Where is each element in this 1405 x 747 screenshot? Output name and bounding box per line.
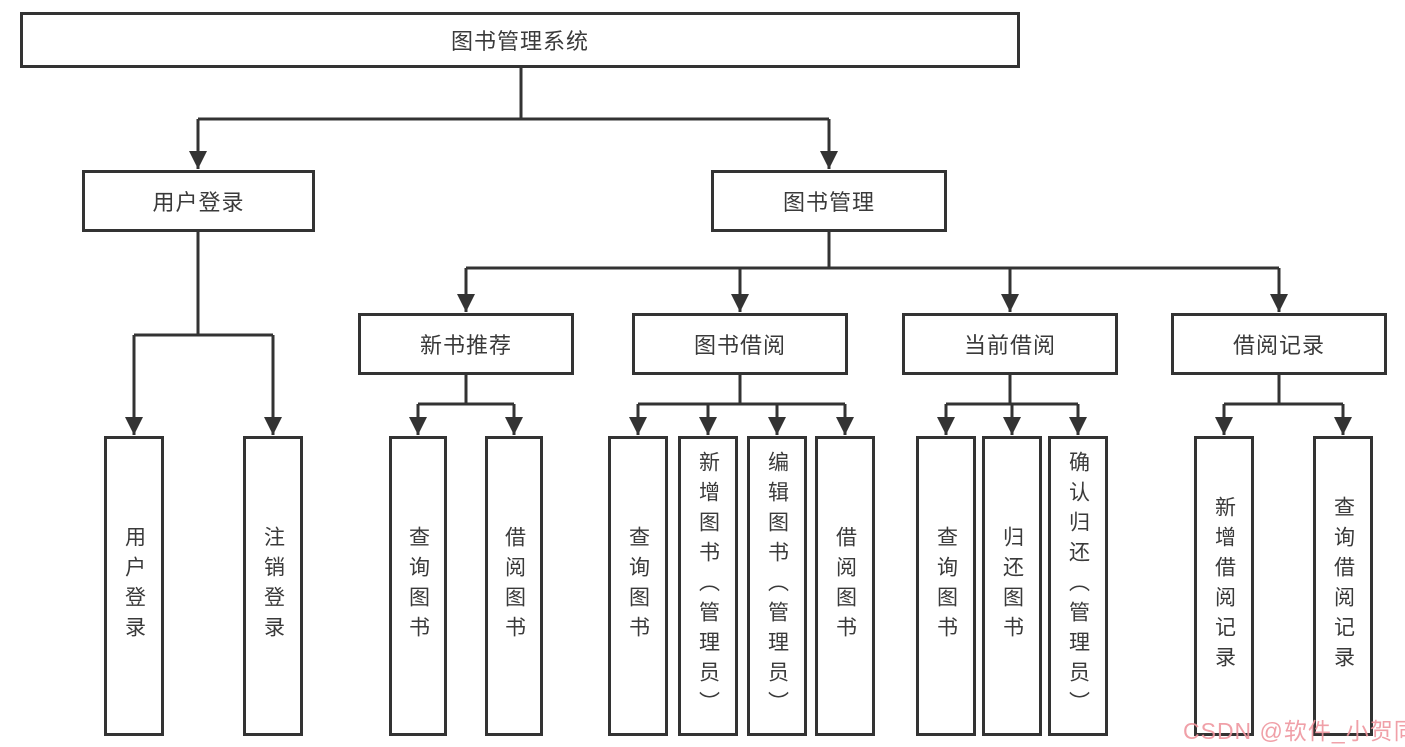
node-leaf-query-books-2: 查询图书 — [608, 436, 668, 736]
node-leaf-user-login-label: 用户登录 — [122, 526, 146, 646]
edge-user-login-children — [125, 232, 282, 435]
edge-book-borrow-children — [629, 375, 854, 435]
node-leaf-query-books-1-label: 查询图书 — [406, 526, 430, 646]
node-new-book-rec: 新书推荐 — [358, 313, 574, 375]
node-leaf-query-books-2-label: 查询图书 — [626, 526, 650, 646]
node-leaf-return-books-label: 归还图书 — [1000, 526, 1024, 646]
node-leaf-confirm-return-admin-label: 确认归还（管理员） — [1066, 451, 1090, 721]
edge-new-book-children — [409, 375, 523, 435]
node-leaf-borrow-books-1: 借阅图书 — [485, 436, 543, 736]
node-root: 图书管理系统 — [20, 12, 1020, 68]
node-leaf-add-borrow-record: 新增借阅记录 — [1194, 436, 1254, 736]
edge-book-mgmt-children — [457, 232, 1288, 312]
csdn-watermark: CSDN @软件_小贺同学 — [1183, 718, 1405, 744]
node-borrow-record-label: 借阅记录 — [1232, 333, 1325, 358]
edge-root-to-level2 — [189, 68, 838, 169]
node-leaf-query-borrow-record: 查询借阅记录 — [1313, 436, 1373, 736]
node-leaf-add-books-admin: 新增图书（管理员） — [678, 436, 738, 736]
node-leaf-query-books-3-label: 查询图书 — [934, 526, 958, 646]
node-leaf-confirm-return-admin: 确认归还（管理员） — [1048, 436, 1108, 736]
node-new-book-rec-label: 新书推荐 — [419, 333, 512, 358]
node-leaf-return-books: 归还图书 — [982, 436, 1042, 736]
node-book-mgmt-label: 图书管理 — [782, 190, 875, 215]
node-leaf-logout-label: 注销登录 — [261, 526, 285, 646]
node-leaf-query-books-3: 查询图书 — [916, 436, 976, 736]
node-borrow-record: 借阅记录 — [1171, 313, 1387, 375]
node-leaf-add-books-admin-label: 新增图书（管理员） — [696, 451, 720, 721]
node-current-borrow: 当前借阅 — [902, 313, 1118, 375]
node-leaf-borrow-books-2: 借阅图书 — [815, 436, 875, 736]
node-user-login: 用户登录 — [82, 170, 315, 232]
node-leaf-user-login: 用户登录 — [104, 436, 164, 736]
node-user-login-label: 用户登录 — [152, 190, 245, 215]
edge-current-borrow-children — [937, 375, 1087, 435]
node-book-borrow-label: 图书借阅 — [693, 333, 786, 358]
node-leaf-edit-books-admin: 编辑图书（管理员） — [747, 436, 807, 736]
node-leaf-query-borrow-record-label: 查询借阅记录 — [1331, 496, 1355, 676]
node-leaf-logout: 注销登录 — [243, 436, 303, 736]
node-book-mgmt: 图书管理 — [711, 170, 947, 232]
node-leaf-borrow-books-2-label: 借阅图书 — [833, 526, 857, 646]
node-book-borrow: 图书借阅 — [632, 313, 848, 375]
node-root-label: 图书管理系统 — [450, 29, 589, 54]
node-leaf-query-books-1: 查询图书 — [389, 436, 447, 736]
node-leaf-edit-books-admin-label: 编辑图书（管理员） — [765, 451, 789, 721]
node-current-borrow-label: 当前借阅 — [963, 333, 1056, 358]
node-leaf-add-borrow-record-label: 新增借阅记录 — [1212, 496, 1236, 676]
edge-borrow-record-children — [1215, 375, 1352, 435]
node-leaf-borrow-books-1-label: 借阅图书 — [502, 526, 526, 646]
